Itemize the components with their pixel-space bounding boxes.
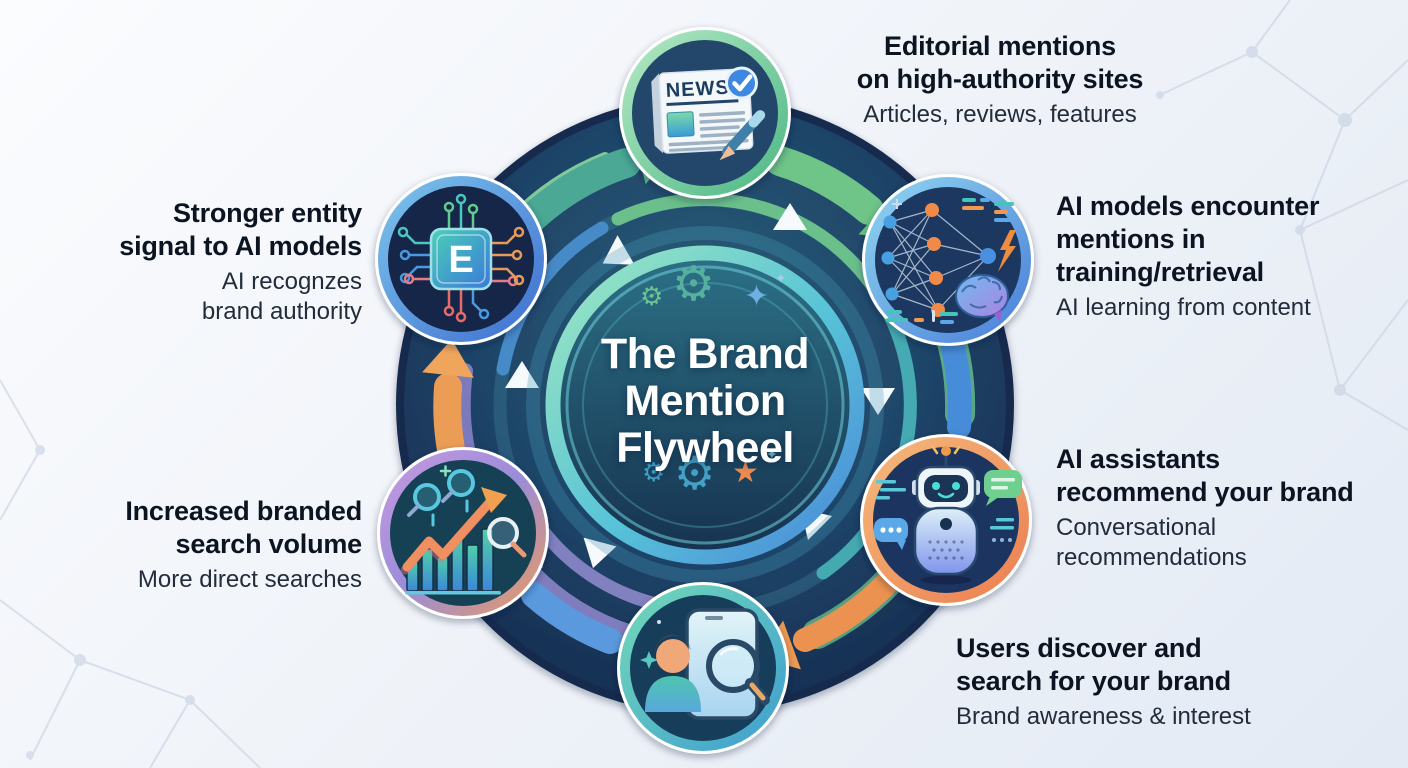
speech-bubble-left-icon (874, 518, 908, 550)
label-heading: Editorial mentions on high-authority sit… (856, 31, 1144, 94)
magnifier-icon (487, 517, 519, 549)
label-subtitle: Conversational recommendations (1056, 513, 1247, 571)
entity-chip-icon: E (397, 193, 525, 323)
verified-badge-icon (724, 66, 758, 100)
star-icon: ★ (732, 455, 759, 490)
label-heading: AI models encounter mentions in training… (1056, 191, 1320, 287)
speech-bubble-right-icon (984, 470, 1022, 506)
chat-dashes (876, 480, 1014, 530)
flywheel-center-title: The Brand Mention Flywheel (600, 330, 810, 472)
node-entity-signal: E (375, 173, 547, 345)
sparkle-icon: ✦ (775, 271, 787, 287)
ai-robot-icon (874, 445, 1022, 585)
label-editorial-mentions: Editorial mentions on high-authority sit… (800, 30, 1200, 130)
center-hub (526, 226, 884, 584)
flow-arrow-segment (524, 564, 639, 641)
news-masthead: NEWS (665, 77, 730, 102)
label-heading: AI assistants recommend your brand (1056, 444, 1354, 507)
node-branded-search-volume (377, 447, 549, 619)
center-ring (545, 245, 865, 565)
node-users-discover (617, 582, 789, 754)
flow-arrow-segment (941, 336, 972, 439)
flow-arrow-segment (793, 570, 900, 652)
gear-icon: ⚙ (674, 446, 716, 500)
label-heading: Stronger entity signal to AI models (119, 198, 362, 261)
node-editorial-mentions: NEWS (619, 27, 791, 199)
label-subtitle: AI recognzes brand authority (201, 267, 362, 325)
label-heading: Increased branded search volume (125, 496, 362, 559)
flow-arrowhead (422, 339, 474, 378)
neural-network-brain-icon (881, 198, 1016, 324)
growth-chart-search-icon (400, 465, 527, 595)
rotation-arrow (505, 361, 539, 388)
rotation-arrow (602, 235, 635, 265)
label-ai-assistants-recommend: AI assistants recommend your brand Conve… (1056, 443, 1408, 573)
pen-icon (719, 110, 766, 161)
label-entity-signal: Stronger entity signal to AI models AI r… (62, 197, 362, 327)
sparkle-icon: ✦ (766, 447, 778, 463)
magnifier-icon (413, 483, 441, 511)
arrow-up-icon (481, 487, 507, 513)
rotation-arrow (583, 537, 617, 569)
node-ai-models-training (862, 174, 1034, 346)
label-branded-search-volume: Increased branded search volume More dir… (62, 495, 362, 595)
flow-arrow-segment (765, 146, 884, 225)
label-subtitle: Articles, reviews, features (863, 100, 1137, 128)
newspaper-news-icon: NEWS (651, 66, 766, 161)
label-subtitle: AI learning from content (1056, 293, 1311, 321)
user-phone-search-icon (640, 608, 770, 720)
magnifier-icon (447, 469, 475, 497)
flow-arrow-segment (521, 582, 623, 654)
sparkle-icon (640, 651, 658, 669)
label-subtitle: More direct searches (137, 565, 362, 593)
gear-icon: ⚙ (642, 458, 666, 488)
label-ai-models-training: AI models encounter mentions in training… (1056, 190, 1408, 323)
label-heading: Users discover and search for your brand (956, 633, 1231, 696)
chip-letter: E (448, 239, 473, 281)
rotation-arrow (773, 203, 807, 230)
code-lines (886, 198, 1014, 324)
person-body (645, 676, 701, 712)
label-subtitle: Brand awareness & interest (956, 702, 1251, 730)
node-ai-assistants-recommend (860, 434, 1032, 606)
gear-icon: ⚙ (640, 282, 664, 312)
label-users-discover: Users discover and search for your brand… (956, 632, 1396, 732)
gear-icon: ⚙ (672, 256, 716, 312)
sparkle-icon: ✦ (744, 279, 770, 314)
lightning-icon (998, 230, 1016, 272)
brain-icon (955, 274, 1009, 322)
rotation-arrow (861, 388, 895, 415)
